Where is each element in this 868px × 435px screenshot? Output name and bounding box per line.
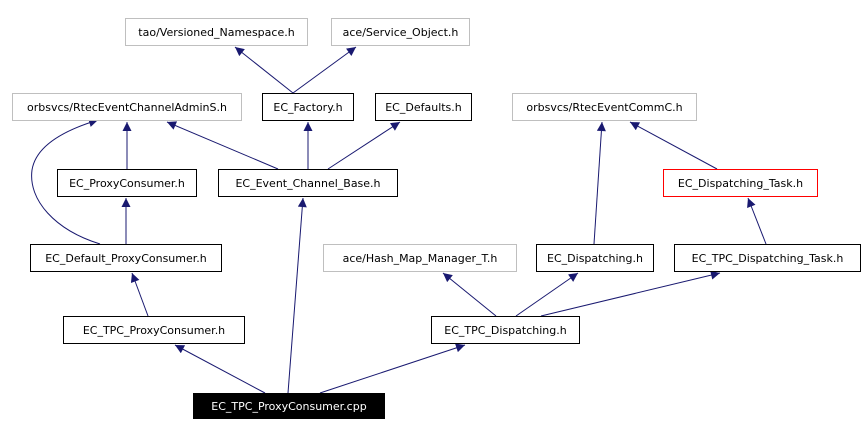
node-ec-default-proxy-consumer[interactable]: EC_Default_ProxyConsumer.h — [30, 244, 222, 272]
edge-tpc-proxy-to-default-proxy — [130, 272, 149, 317]
edge-default-proxy-to-channel-admin — [31, 118, 101, 245]
node-ec-tpc-dispatching-task[interactable]: EC_TPC_Dispatching_Task.h — [674, 244, 861, 272]
edge-dispatching-task-to-rtec-event-comm — [629, 121, 718, 170]
edge-cpp-to-channel-base — [287, 197, 307, 394]
node-ec-tpc-proxy-consumer[interactable]: EC_TPC_ProxyConsumer.h — [63, 316, 245, 344]
node-ec-proxy-consumer[interactable]: EC_ProxyConsumer.h — [57, 169, 197, 197]
node-ec-factory[interactable]: EC_Factory.h — [262, 93, 354, 121]
node-ec-tpc-dispatching[interactable]: EC_TPC_Dispatching.h — [431, 316, 580, 344]
node-ec-tpc-proxy-consumer-cpp[interactable]: EC_TPC_ProxyConsumer.cpp — [193, 393, 385, 419]
edge-factory-to-service-object — [292, 46, 357, 94]
edge-channel-base-to-defaults — [327, 121, 401, 170]
node-ace-hash-map-manager[interactable]: ace/Hash_Map_Manager_T.h — [323, 244, 517, 272]
edge-channel-base-to-channel-admin — [166, 121, 279, 170]
edge-tpc-dispatching-to-hash-map — [442, 272, 497, 317]
edge-tpc-dispatching-task-to-dispatching-task — [747, 197, 767, 245]
edge-dispatching-to-rtec-event-comm — [593, 121, 606, 245]
node-rtec-event-channel-admin[interactable]: orbsvcs/RtecEventChannelAdminS.h — [12, 93, 242, 121]
node-ec-dispatching[interactable]: EC_Dispatching.h — [536, 244, 654, 272]
node-ace-service-object[interactable]: ace/Service_Object.h — [331, 18, 470, 46]
node-ec-dispatching-task[interactable]: EC_Dispatching_Task.h — [663, 169, 818, 197]
node-tao-versioned-namespace[interactable]: tao/Versioned_Namespace.h — [125, 18, 308, 46]
edge-cpp-to-tpc-dispatching — [319, 343, 466, 394]
edge-cpp-to-tpc-proxy — [174, 344, 266, 394]
edge-tpc-dispatching-to-tpc-dispatching-task — [540, 270, 721, 317]
edge-factory-to-versioned-namespace — [234, 46, 294, 94]
node-ec-defaults[interactable]: EC_Defaults.h — [375, 93, 472, 121]
edge-tpc-dispatching-to-dispatching — [515, 272, 579, 317]
node-rtec-event-comm[interactable]: orbsvcs/RtecEventCommC.h — [512, 93, 697, 121]
node-ec-event-channel-base[interactable]: EC_Event_Channel_Base.h — [218, 169, 398, 197]
